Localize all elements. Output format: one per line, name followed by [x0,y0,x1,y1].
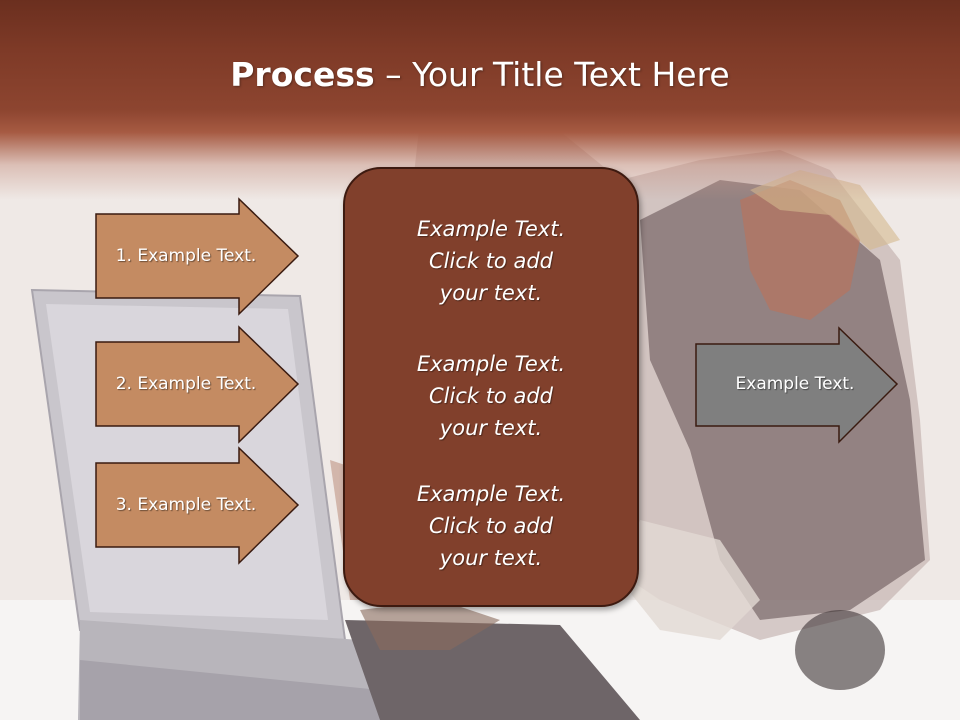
step-arrow-3[interactable]: 3. Example Text. [95,446,300,565]
result-arrow[interactable]: Example Text. [695,326,900,445]
step-arrow-2[interactable]: 2. Example Text. [95,325,300,444]
step-arrow-2-label: 2. Example Text. [115,374,257,394]
step-arrow-3-label: 3. Example Text. [115,495,257,515]
arrow-right-icon [695,326,899,444]
step-arrow-1-label: 1. Example Text. [115,246,257,266]
title-rest: – Your Title Text Here [374,55,730,94]
arrow-right-icon [95,197,300,316]
arrow-right-icon [95,325,300,444]
center-paragraph-3: Example Text. Click to add your text. [416,482,566,570]
arrow-right-icon [95,446,300,565]
center-paragraph-1: Example Text. Click to add your text. [416,217,566,305]
result-arrow-label: Example Text. [735,374,855,394]
step-arrow-1[interactable]: 1. Example Text. [95,197,300,316]
center-paragraph-2: Example Text. Click to add your text. [416,352,566,440]
title-band [0,0,960,200]
center-text-box[interactable]: Example Text. Click to add your text. Ex… [343,167,639,607]
slide-title[interactable]: Process – Your Title Text Here [0,52,960,98]
title-bold: Process [230,55,375,94]
